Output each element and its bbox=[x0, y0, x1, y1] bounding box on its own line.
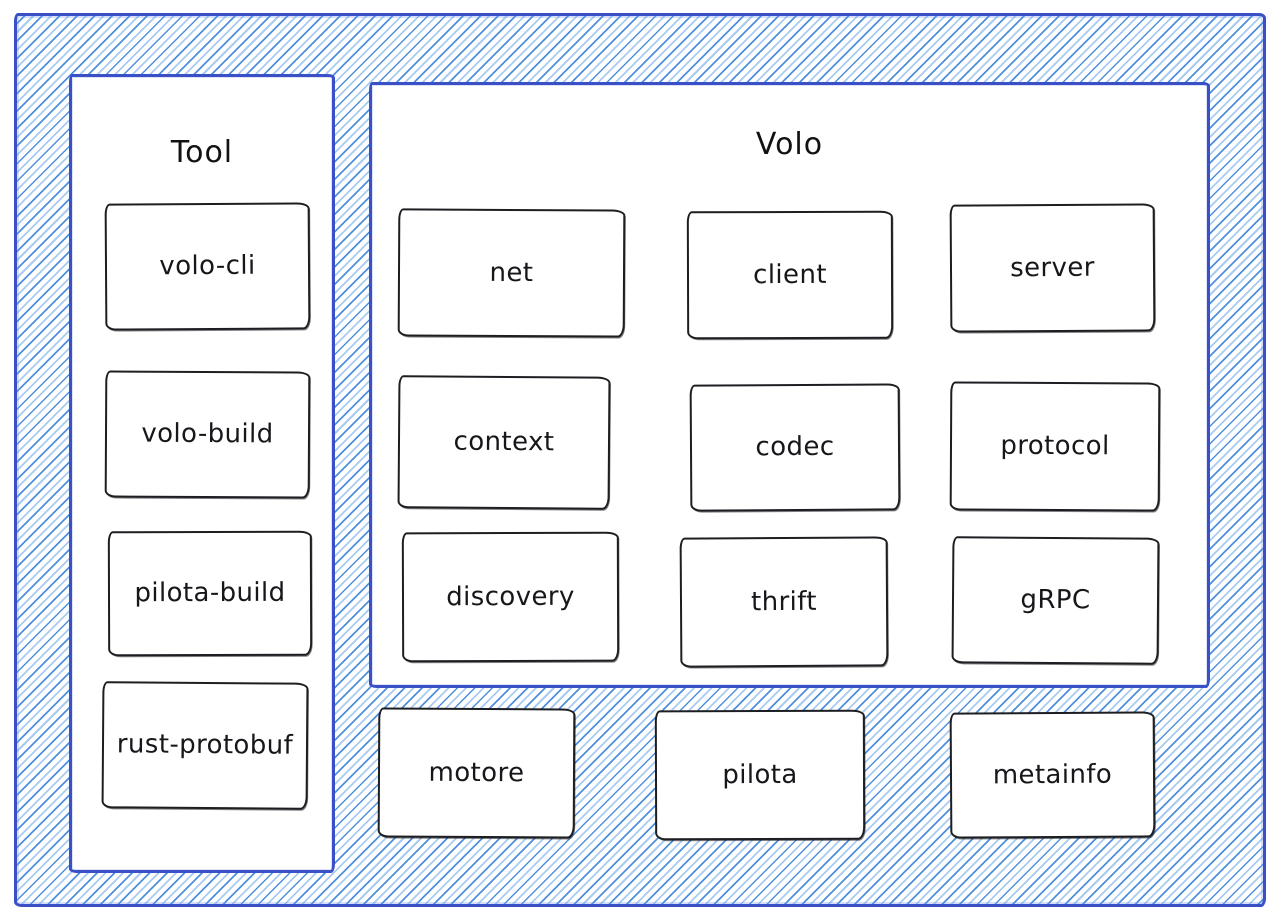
box-label: motore bbox=[428, 757, 525, 789]
box-label: pilota bbox=[722, 759, 798, 790]
box-label: gRPC bbox=[1020, 584, 1091, 616]
box-label: metainfo bbox=[992, 759, 1113, 791]
box-codec: codec bbox=[689, 383, 901, 512]
box-label: volo-build bbox=[141, 418, 274, 450]
box-pilota-build: pilota-build bbox=[107, 530, 313, 657]
box-server: server bbox=[949, 203, 1156, 333]
box-label: client bbox=[753, 259, 827, 290]
box-label: net bbox=[489, 257, 534, 288]
box-label: protocol bbox=[1000, 430, 1110, 462]
tool-panel-title: Tool bbox=[170, 135, 234, 170]
box-label: context bbox=[453, 426, 555, 458]
box-label: server bbox=[1010, 252, 1095, 284]
box-context: context bbox=[397, 375, 611, 510]
box-motore: motore bbox=[377, 707, 576, 839]
tool-panel: Tool volo-cli volo-build pilota-build ru… bbox=[69, 74, 335, 873]
box-label: pilota-build bbox=[134, 578, 286, 609]
box-thrift: thrift bbox=[679, 536, 889, 668]
volo-panel-title: Volo bbox=[755, 127, 824, 162]
box-rust-protobuf: rust-protobuf bbox=[101, 681, 309, 810]
box-grpc: gRPC bbox=[951, 536, 1160, 665]
box-label: discovery bbox=[446, 581, 575, 612]
box-volo-cli: volo-cli bbox=[104, 202, 311, 331]
box-pilota: pilota bbox=[654, 709, 866, 841]
box-label: rust-protobuf bbox=[116, 729, 294, 761]
box-label: thrift bbox=[750, 586, 818, 617]
volo-panel: Volo net client server context codec pro… bbox=[369, 82, 1210, 688]
box-net: net bbox=[397, 208, 626, 338]
box-discovery: discovery bbox=[401, 531, 620, 663]
box-volo-build: volo-build bbox=[104, 370, 311, 499]
box-label: codec bbox=[755, 432, 835, 463]
box-client: client bbox=[686, 210, 894, 340]
outer-hatched-frame: Tool volo-cli volo-build pilota-build ru… bbox=[14, 13, 1266, 907]
box-protocol: protocol bbox=[949, 381, 1161, 512]
box-label: volo-cli bbox=[159, 250, 256, 282]
box-metainfo: metainfo bbox=[949, 711, 1156, 839]
